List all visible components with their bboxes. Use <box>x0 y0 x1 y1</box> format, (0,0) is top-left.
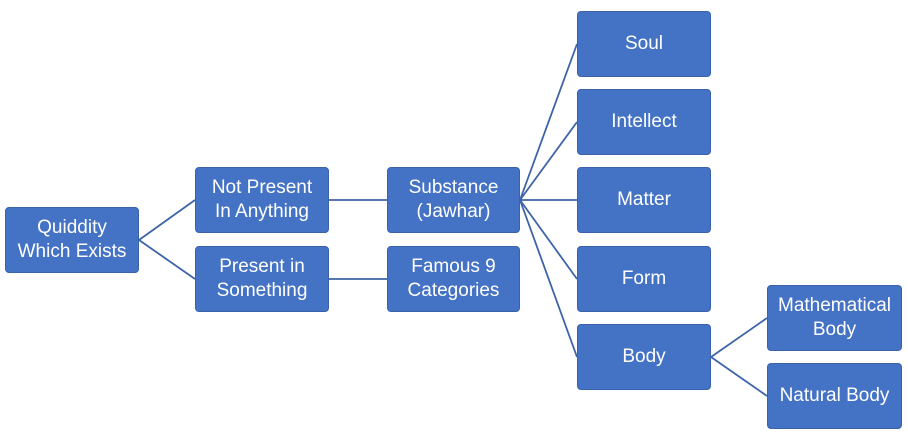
node-intellect: Intellect <box>577 89 711 155</box>
node-present-in-something: Present in Something <box>195 246 329 312</box>
connector-root-not-present <box>138 199 196 241</box>
connector-body-natural <box>710 356 768 397</box>
node-quiddity-which-exists: Quiddity Which Exists <box>5 207 139 273</box>
connector-substance-form <box>519 199 578 280</box>
connector-substance-soul <box>519 43 578 201</box>
node-natural-body: Natural Body <box>767 363 902 429</box>
node-substance-jawhar: Substance (Jawhar) <box>387 167 520 233</box>
connector-root-present <box>138 239 196 280</box>
connector-substance-body <box>519 199 578 358</box>
node-body: Body <box>577 324 711 390</box>
node-not-present-in-anything: Not Present In Anything <box>195 167 329 233</box>
node-form: Form <box>577 246 711 312</box>
node-soul: Soul <box>577 11 711 77</box>
node-mathematical-body: Mathematical Body <box>767 285 902 351</box>
node-famous-9-categories: Famous 9 Categories <box>387 246 520 312</box>
connector-body-mathematical <box>710 317 768 358</box>
node-matter: Matter <box>577 167 711 233</box>
connector-substance-intellect <box>519 121 578 201</box>
